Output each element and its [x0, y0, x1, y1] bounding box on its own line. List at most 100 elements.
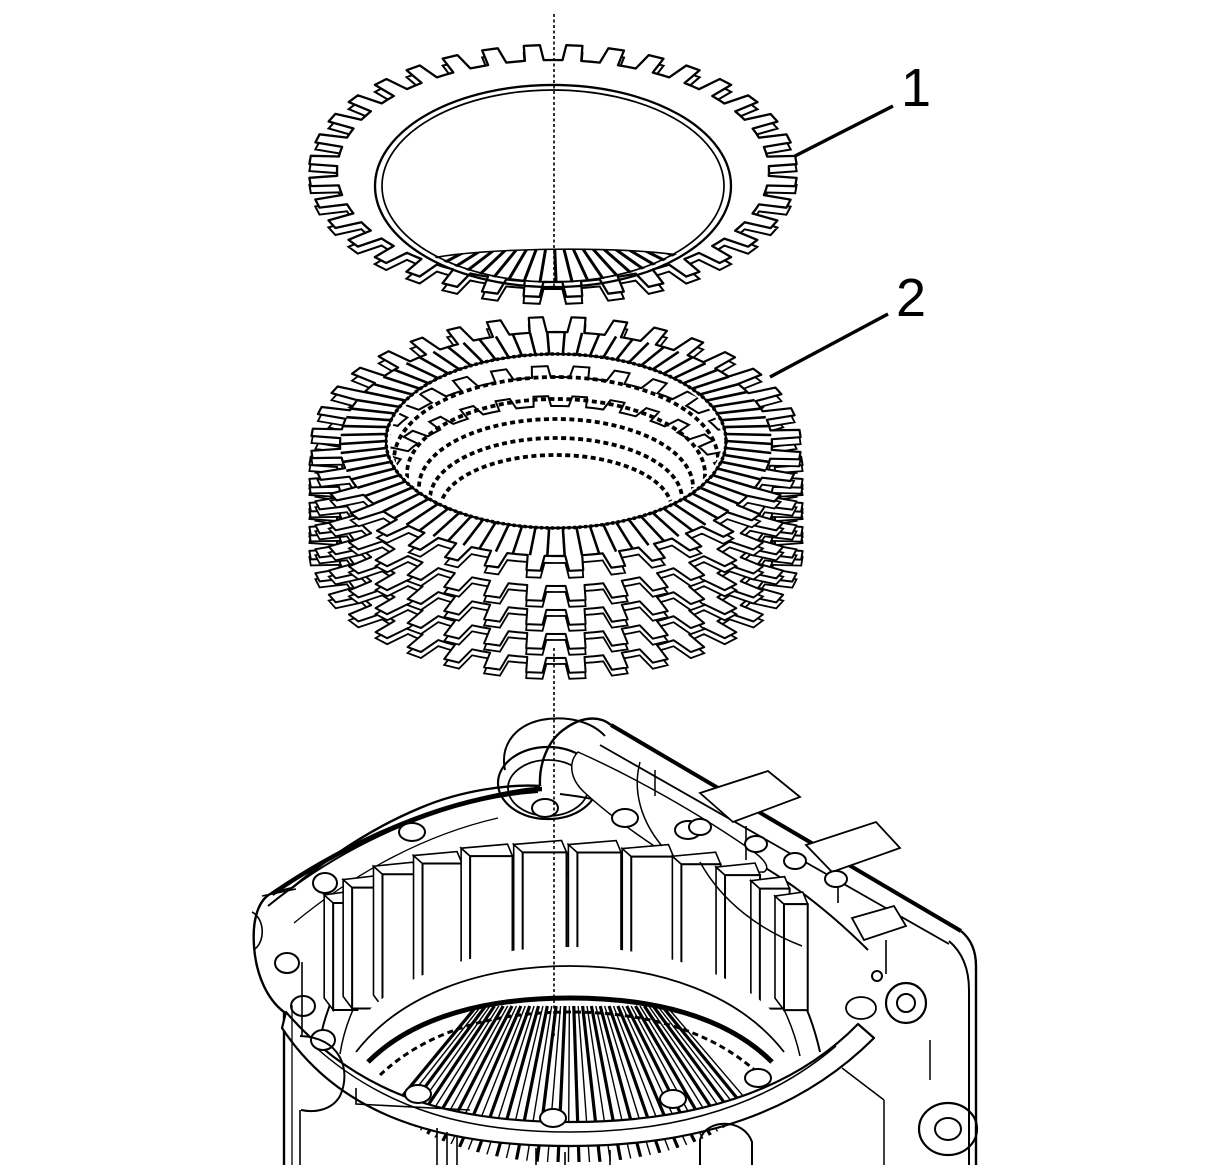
friction-stripe	[662, 356, 694, 375]
case-detail-line	[841, 1067, 885, 1101]
friction-stripe	[356, 473, 400, 490]
friction-hatch-line	[576, 249, 629, 283]
friction-stripe	[511, 333, 524, 357]
case-right-inner-edge	[948, 940, 970, 1165]
friction-stripe	[462, 518, 485, 546]
friction-stripe	[478, 521, 497, 550]
case-right-edge	[960, 930, 978, 1165]
boss-hole	[845, 996, 877, 1020]
friction-stripe	[373, 382, 413, 396]
bolt-hole	[312, 872, 338, 894]
bolt-hole	[274, 952, 300, 974]
gear-tooth-hatch-line	[420, 1005, 509, 1163]
bolt-hole	[744, 1068, 772, 1088]
callout-2-label: 2	[896, 268, 926, 328]
callout-2-leader-line	[769, 312, 889, 379]
left-lug-edge	[261, 888, 297, 897]
case-left-wall	[252, 886, 293, 1165]
friction-disc-inner-serration	[384, 352, 728, 530]
bottom-right-boss-inner	[934, 1117, 962, 1141]
spline-lug-side	[750, 878, 761, 1011]
spline-lug-side	[774, 894, 785, 1013]
lower-flange-inner-line	[311, 1043, 837, 1133]
friction-stripe	[447, 345, 472, 367]
friction-stripe	[528, 527, 537, 556]
gear-tooth-hatch-line	[660, 1004, 762, 1163]
left-boss	[299, 1035, 346, 1113]
callout-2: 2	[769, 268, 926, 379]
spline-lug-face	[782, 903, 809, 1012]
friction-stripe	[673, 362, 707, 380]
friction-stripe	[717, 407, 762, 415]
friction-stripe	[418, 356, 450, 375]
spline-lug-side	[342, 877, 353, 1011]
friction-stripe	[627, 341, 650, 364]
gear-tooth-hatch-line	[625, 1005, 707, 1163]
friction-stripe	[346, 415, 392, 422]
friction-stripe	[382, 375, 421, 390]
boss-circle-inner	[896, 993, 916, 1013]
bolt-hole	[398, 822, 426, 842]
friction-stripe	[447, 515, 472, 542]
friction-stripe	[364, 480, 406, 498]
friction-hatch-line	[560, 249, 583, 283]
backing-plate-inner-rim	[381, 89, 725, 283]
friction-hatch-line	[486, 249, 533, 283]
small-boss-dot	[871, 970, 883, 982]
lower-plate-teeth-row	[390, 365, 722, 524]
friction-stripe	[494, 524, 510, 553]
friction-stripe	[651, 511, 680, 538]
rib-panel	[571, 751, 768, 875]
friction-stripe	[372, 486, 413, 506]
friction-stripe	[588, 525, 601, 555]
friction-stripe	[382, 492, 421, 513]
friction-stripe	[699, 486, 740, 506]
callout-1-leader-line	[794, 104, 894, 158]
callout-1: 1	[794, 58, 931, 158]
case-slant-edge	[609, 723, 963, 933]
friction-stripe	[716, 467, 762, 481]
friction-stripe	[725, 432, 772, 437]
friction-stripe	[339, 439, 387, 446]
friction-stripe	[712, 398, 755, 409]
boss-hole	[783, 852, 807, 870]
friction-hatch-line	[464, 249, 525, 283]
spline-lug-side	[372, 864, 384, 1010]
case-tube-outline	[538, 717, 612, 787]
friction-stripe	[462, 341, 485, 364]
boss-hole	[744, 835, 768, 853]
spline-lug-side	[323, 893, 334, 1013]
friction-stripe	[405, 502, 439, 526]
friction-stripe	[364, 390, 406, 402]
friction-stripe	[561, 527, 566, 556]
bottom-boss	[699, 1122, 753, 1165]
friction-stripe	[691, 375, 730, 390]
ring-gear-dark-arc	[366, 995, 774, 1064]
bolt-hole	[404, 1084, 432, 1104]
friction-stripe	[725, 439, 773, 446]
friction-hatch-line	[552, 249, 559, 283]
friction-stripe	[546, 527, 551, 556]
lens-top-edge	[427, 248, 685, 260]
friction-hatch-line	[583, 249, 651, 283]
gasket-step	[355, 1088, 471, 1111]
friction-stripe	[350, 467, 396, 481]
friction-stripe	[393, 368, 430, 385]
bolt-hole	[539, 1108, 567, 1128]
backing-plate-illustration	[308, 44, 798, 305]
friction-stripe	[720, 460, 766, 473]
friction-hatch-line	[509, 249, 541, 283]
friction-stripe	[662, 507, 694, 532]
friction-stripe	[575, 332, 584, 355]
ring-gear-rim-arc	[355, 965, 785, 1053]
friction-stripe	[640, 515, 665, 542]
friction-stripe	[432, 511, 461, 538]
case-rib	[850, 904, 908, 942]
case-contour-line	[699, 861, 803, 947]
friction-stripe	[706, 480, 748, 498]
friction-stripe	[418, 507, 450, 532]
friction-stripe	[691, 492, 730, 513]
friction-stripe	[478, 338, 497, 361]
